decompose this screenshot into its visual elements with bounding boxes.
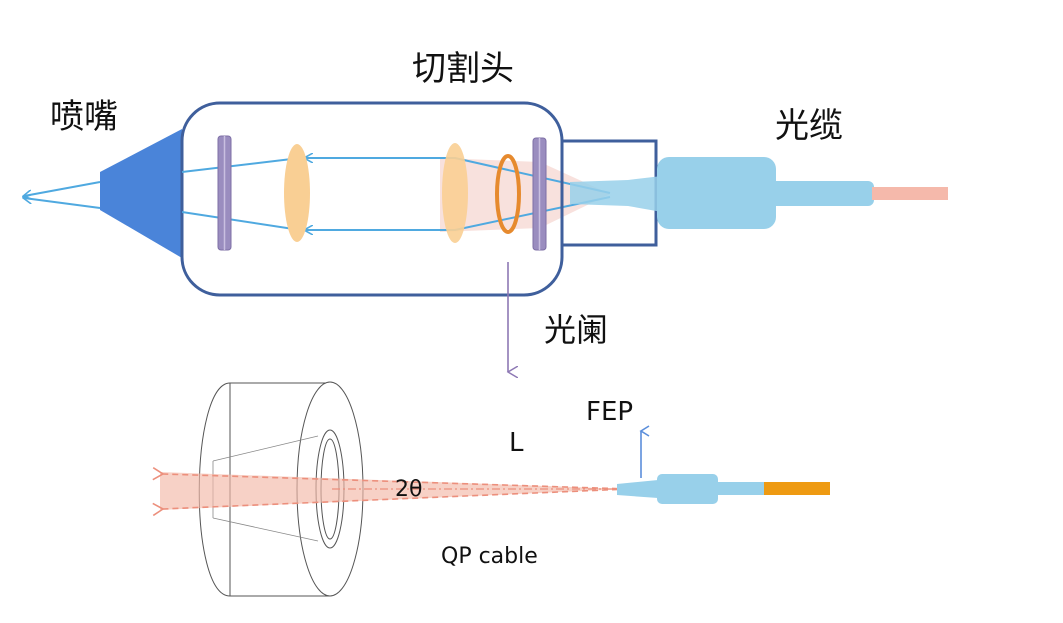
fiber-tip [570, 176, 662, 212]
divergence-edge-upper [152, 467, 629, 490]
divergence-edge-lower [152, 488, 629, 517]
qp-cable-sleeve [716, 482, 766, 495]
nozzle-shape [100, 129, 182, 258]
divergence-cone [160, 472, 628, 510]
fep-label: FEP [586, 397, 634, 427]
cable-sleeve [770, 181, 874, 206]
aperture-ring [495, 154, 521, 234]
cable-connector-body [657, 157, 776, 229]
diverging-cone [440, 158, 610, 232]
beam-lower-to-nozzle [181, 211, 301, 231]
fiber-pink [872, 187, 948, 200]
nozzle-label: 喷嘴 [50, 97, 118, 137]
qp-fiber-tip [617, 480, 658, 498]
cable-label: 光缆 [775, 106, 843, 146]
output-beam-upper [24, 181, 101, 196]
cutting-head-label: 切割头 [412, 49, 514, 89]
collimating-lens [442, 143, 468, 243]
focus-lens [284, 144, 310, 242]
output-beam-lower [24, 198, 101, 209]
length-label: L [509, 428, 524, 458]
angle-label: 2θ [395, 477, 423, 502]
aperture-label: 光阑 [544, 311, 609, 349]
qp-connector-body [657, 474, 718, 504]
qp-cable-orange [764, 482, 830, 495]
beam-upper-to-nozzle [181, 157, 301, 173]
qp-cable-label: QP cable [441, 544, 538, 569]
